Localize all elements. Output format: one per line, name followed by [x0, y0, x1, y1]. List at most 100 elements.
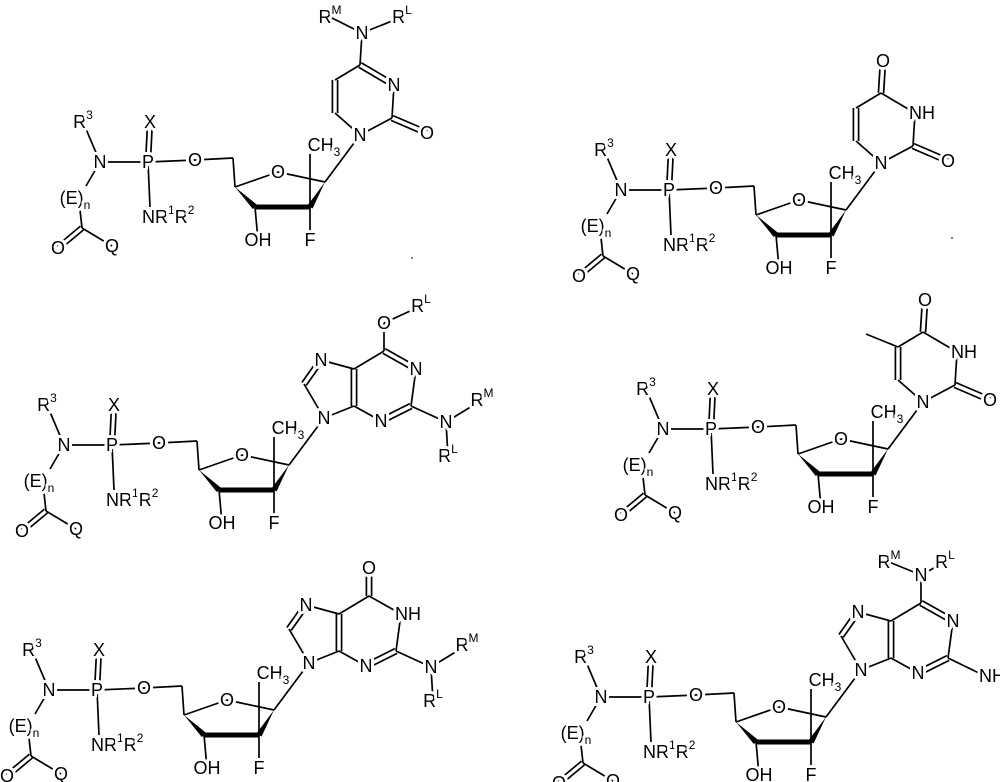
n3-label: N — [388, 75, 401, 95]
ring-oxygen-label: O — [834, 429, 848, 449]
bond — [734, 693, 736, 722]
ring-oxygen-label: O — [220, 690, 234, 710]
bond — [354, 351, 384, 369]
carbonyl-oxygen-2-label: O — [941, 151, 955, 171]
fluorine-label: F — [269, 513, 280, 533]
ring-oxygen-label: O — [772, 697, 786, 717]
r3-label: R3 — [73, 108, 93, 132]
bonds — [20, 306, 482, 533]
bond — [29, 738, 31, 756]
n1-label: N — [354, 125, 367, 145]
r3-label: R3 — [594, 136, 614, 160]
phosphorus-label: P — [643, 687, 655, 707]
x-label: X — [645, 647, 657, 667]
fluorine-label: F — [868, 497, 879, 517]
carbonyl-oxygen-label: O — [0, 766, 14, 782]
fluorine-label: F — [254, 758, 265, 778]
carbonyl-oxygen-label: O — [552, 773, 566, 782]
bond — [227, 700, 274, 710]
bond — [643, 477, 645, 495]
carbonyl-oxygen-2-label: O — [983, 390, 997, 410]
nitrogen-label: N — [615, 180, 628, 200]
e-n-label: (E)n — [9, 716, 40, 740]
nitrogen-label: N — [58, 435, 71, 455]
ester-oxygen-label: O — [137, 678, 151, 698]
bonds — [56, 17, 428, 250]
n9-label: N — [855, 660, 868, 680]
ester-oxygen-label: O — [689, 685, 703, 705]
phosphorus-label: P — [705, 419, 717, 439]
hydroxyl-label: OH — [194, 758, 221, 778]
e-n-label: (E)n — [623, 455, 654, 479]
n1-label: N — [410, 359, 423, 379]
e-n-label: (E)n — [24, 471, 55, 495]
carbonyl-oxygen-2-label: O — [420, 123, 434, 143]
rm-label: RM — [471, 386, 494, 410]
n3-label: NH — [909, 103, 935, 123]
rl-label: RL — [423, 687, 443, 711]
ester-oxygen-label: O — [751, 417, 765, 437]
r3-label: R3 — [22, 636, 42, 660]
bond — [242, 455, 289, 465]
q-label: Q — [668, 503, 682, 523]
carbonyl-oxygen-label: O — [51, 238, 65, 258]
bond — [44, 493, 46, 511]
rl-label: RL — [935, 548, 955, 572]
hydroxyl-label: OH — [746, 765, 773, 782]
rl-label: RL — [411, 292, 431, 316]
n7-label: N — [300, 595, 313, 615]
n3-label: N — [375, 411, 388, 431]
bond — [841, 439, 888, 449]
n7-label: N — [852, 602, 865, 622]
wedge-bond — [736, 722, 758, 744]
nr1r2-label: NR1R2 — [643, 738, 696, 762]
phosphorus-label: P — [663, 180, 675, 200]
n1-label: N — [947, 611, 960, 631]
q-label: Q — [105, 236, 119, 256]
methyl-label: CH3 — [871, 402, 904, 426]
bond — [891, 603, 921, 621]
fluorine-label: F — [806, 765, 817, 782]
ester-oxygen-label: O — [152, 433, 166, 453]
stray-dot — [411, 257, 413, 259]
molecule-3-guanine-O6-RL-N2-RMRL: R3NPXONR1R2(E)nOQOCH3OHFORLNRMRLNNNN — [15, 292, 494, 541]
bond — [197, 441, 199, 470]
amine-nitrogen-label: N — [356, 23, 369, 43]
hydroxyl-label: OH — [209, 513, 236, 533]
rm-label: RM — [878, 548, 901, 572]
e-n-label: (E)n — [60, 188, 91, 212]
n3-label: N — [360, 656, 373, 676]
bond — [898, 332, 923, 347]
q-label: Q — [69, 519, 83, 539]
rm-label: RM — [319, 3, 342, 27]
q-label: Q — [606, 771, 620, 782]
bond — [799, 200, 846, 210]
bonds — [5, 568, 467, 778]
phosphorus-label: P — [142, 152, 154, 172]
nr1r2-label: NR1R2 — [106, 486, 159, 510]
n9-label: N — [303, 653, 316, 673]
bonds — [577, 61, 949, 278]
hydroxyl-label: OH — [245, 230, 272, 250]
ester-oxygen-label: O — [709, 178, 723, 198]
carbonyl-oxygen-label: O — [15, 521, 29, 541]
ester-oxygen-label: O — [188, 150, 202, 170]
bond — [581, 745, 583, 763]
bond — [233, 158, 235, 187]
q-label: Q — [54, 764, 68, 782]
methyl-label: CH3 — [308, 135, 341, 159]
ether-oxygen-label: O — [377, 313, 391, 333]
n1-label: N — [875, 153, 888, 173]
bonds — [619, 300, 991, 517]
n9-label: N — [318, 408, 331, 428]
carbonyl-oxygen-6-label: O — [362, 558, 376, 578]
nr1r2-label: NR1R2 — [91, 731, 144, 755]
x-label: X — [108, 395, 120, 415]
nr1r2-label: NR1R2 — [705, 470, 758, 494]
molecule-2-uracil: R3NPXONR1R2(E)nOQOCH3OHFONNHO — [572, 51, 955, 286]
atom-labels: R3NPXONR1R2(E)nOQOCH3OHFORLNRMRLNNNN — [15, 292, 494, 541]
rl-label: RL — [438, 442, 458, 466]
bond — [335, 65, 360, 80]
methyl-label: CH3 — [257, 663, 290, 687]
nr1r2-label: NR1R2 — [663, 231, 716, 255]
